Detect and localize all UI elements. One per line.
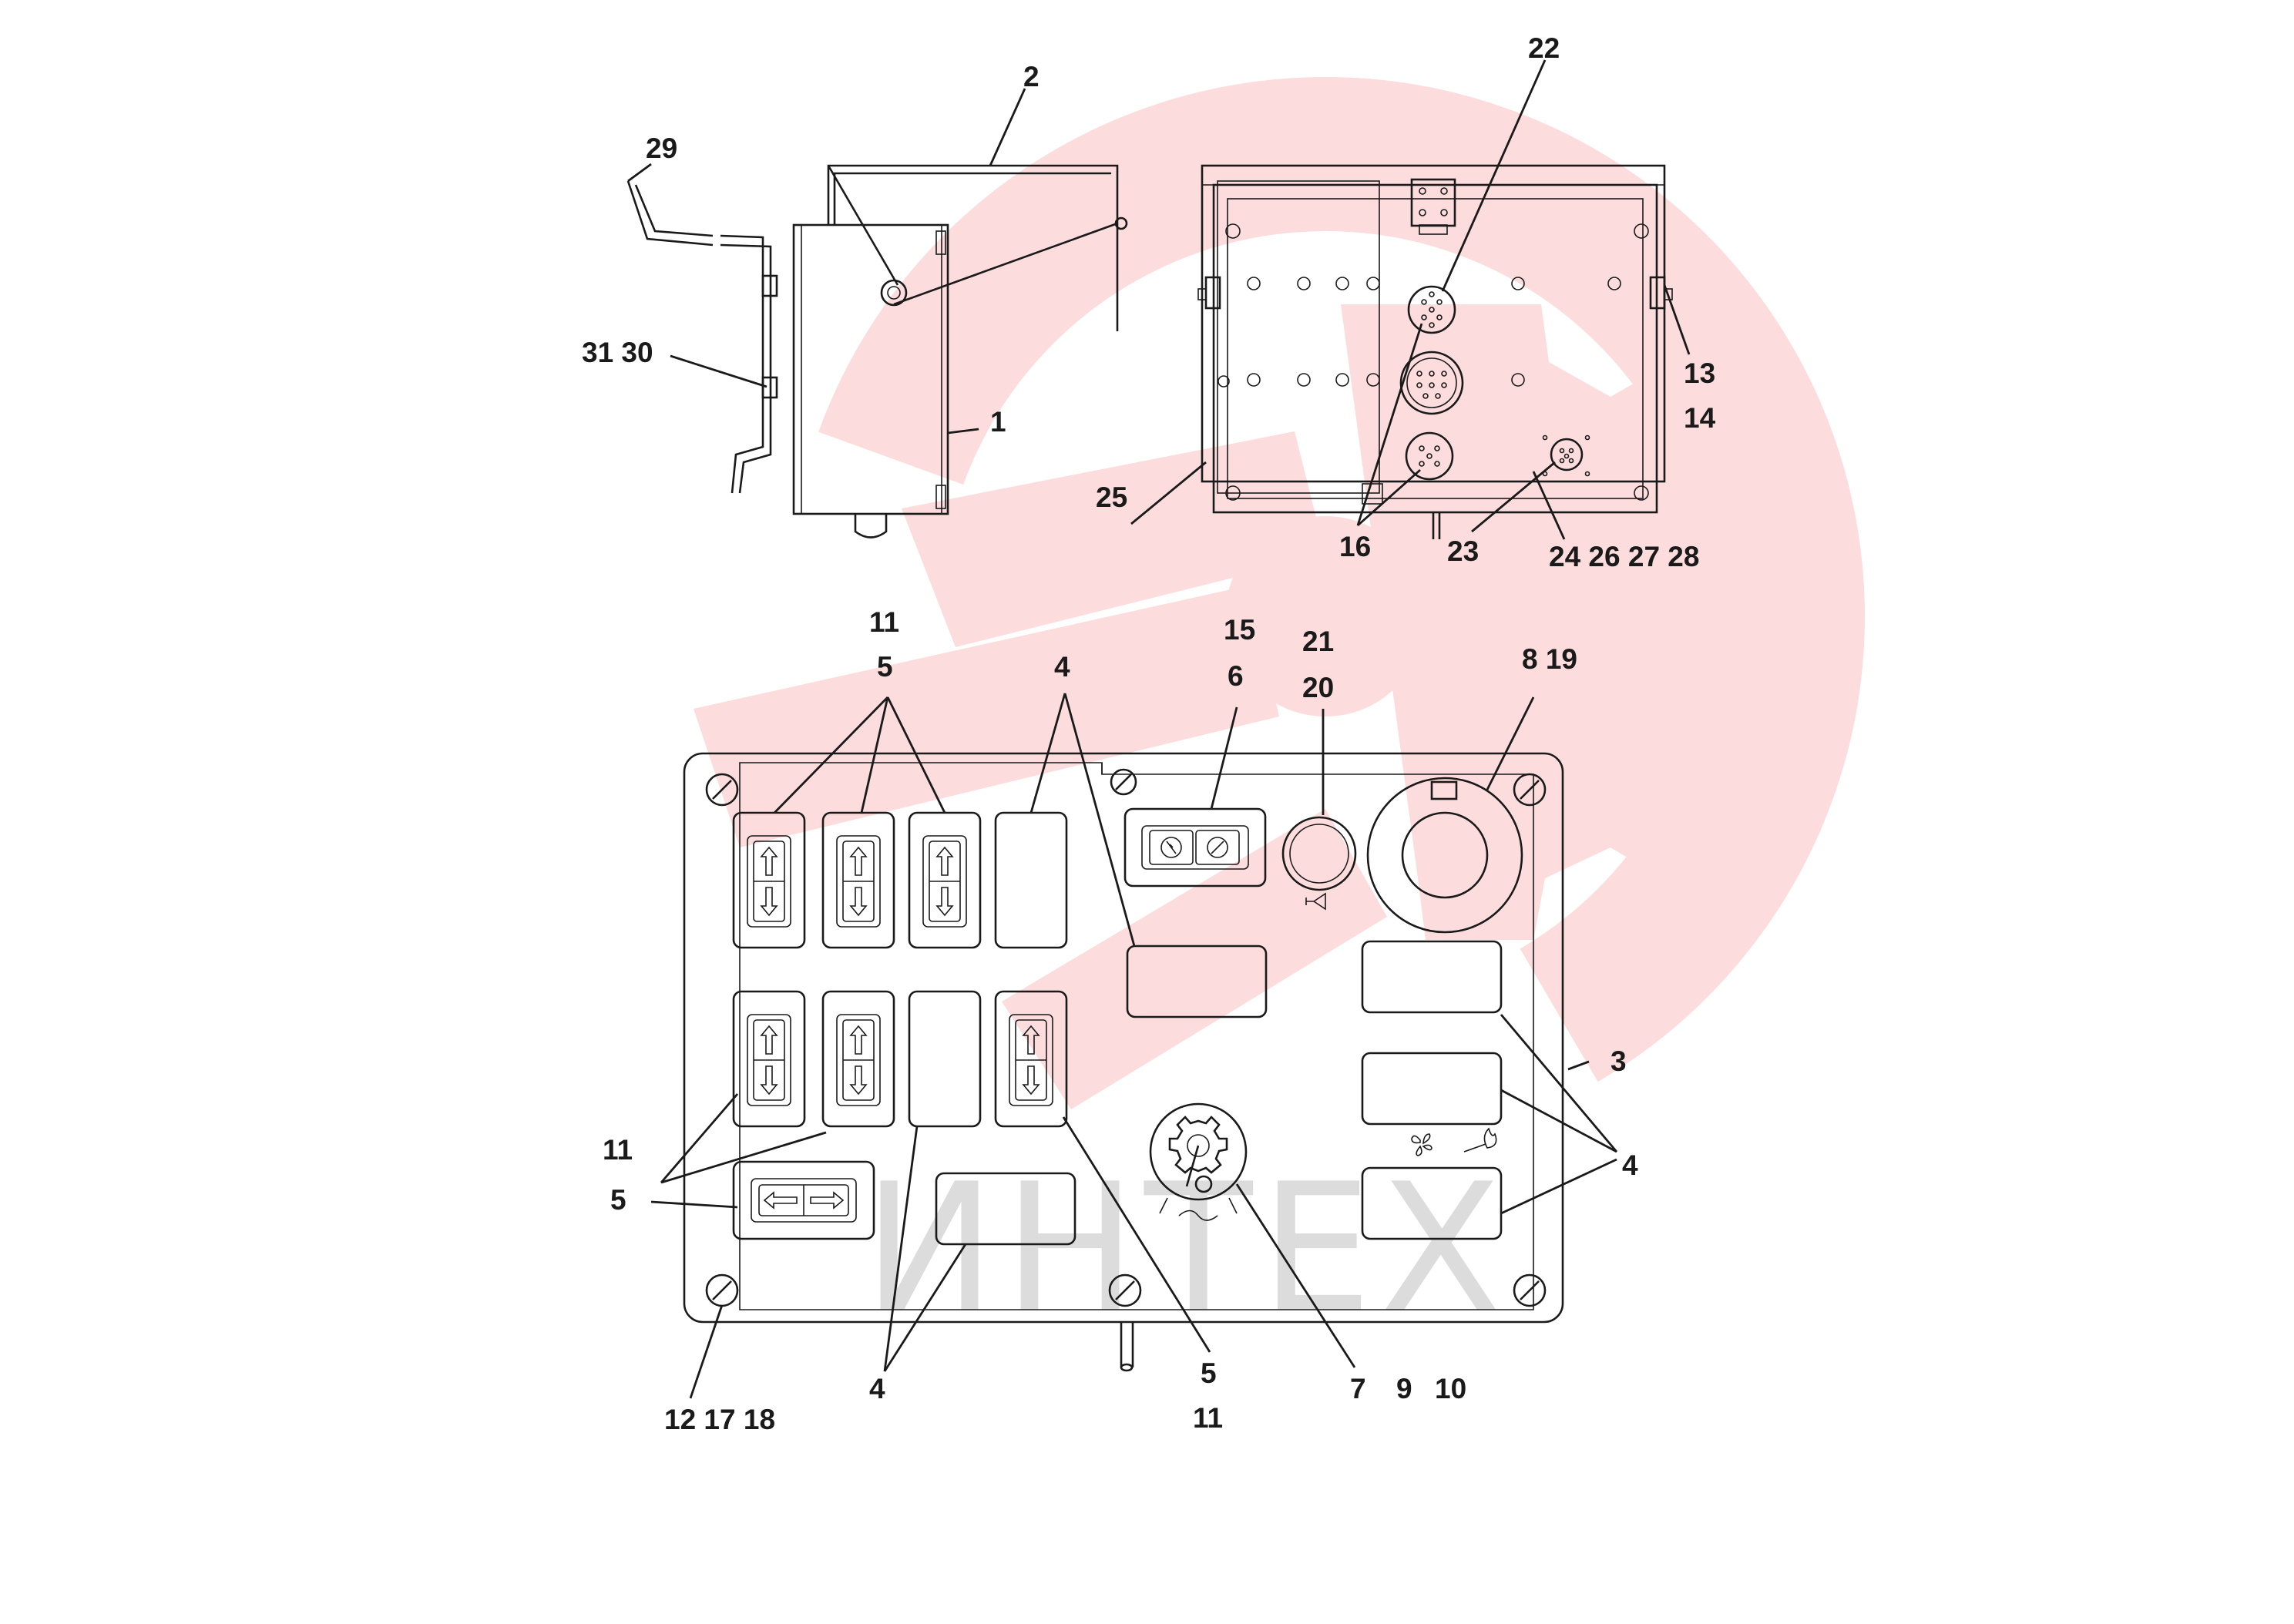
arrow-up-down-icon — [935, 846, 954, 917]
dual-switch-6[interactable] — [1123, 807, 1267, 887]
connector-22 — [1407, 285, 1456, 334]
bottom-lug — [854, 514, 888, 539]
callout-31-30: 31 30 — [582, 337, 653, 368]
callout-5-bottom: 5 — [1201, 1357, 1217, 1389]
horn-icon — [1305, 892, 1326, 911]
callout-2: 2 — [1023, 61, 1040, 92]
rear-view: 22 13 14 25 16 23 24 26 27 28 — [1096, 32, 1716, 572]
callout-15: 15 — [1224, 614, 1255, 646]
indicator-lamp-right-3 — [1361, 1166, 1503, 1240]
callout-4-right: 4 — [1622, 1149, 1638, 1181]
blank-switch-slot-2 — [908, 990, 982, 1128]
callout-11-left: 11 — [603, 1134, 633, 1166]
callout-5-top: 5 — [877, 651, 893, 683]
side-view: 29 2 31 30 1 — [582, 61, 1128, 539]
indicator-lamp-bottom — [935, 1172, 1076, 1246]
bracket-bolt-top — [761, 274, 778, 297]
rocker-switch-3[interactable] — [908, 811, 982, 949]
callout-29: 29 — [646, 133, 677, 164]
front-view: 11 5 4 15 6 21 20 8 19 3 11 5 4 12 17 18… — [603, 606, 1638, 1435]
rocker-switch-6[interactable] — [994, 990, 1068, 1128]
arrow-up-down-icon — [760, 1025, 778, 1096]
callout-21: 21 — [1302, 626, 1334, 657]
blank-switch-slot-1 — [994, 811, 1068, 949]
callout-1: 1 — [990, 406, 1006, 438]
callout-16: 16 — [1339, 531, 1371, 562]
control-box-body — [792, 223, 949, 515]
callout-25: 25 — [1096, 481, 1127, 513]
rocker-switch-horizontal[interactable] — [732, 1160, 875, 1240]
ignition-switch[interactable] — [1366, 777, 1523, 934]
arrow-up-down-icon — [849, 1025, 868, 1096]
callout-11-bottom: 11 — [1193, 1402, 1223, 1434]
rear-hinge — [1410, 178, 1456, 227]
callout-9: 9 — [1396, 1373, 1412, 1404]
callout-4-bottom: 4 — [869, 1373, 885, 1404]
fan-icon — [1411, 1133, 1432, 1156]
front-panel — [683, 752, 1564, 1324]
arrow-up-down-icon — [1022, 1025, 1040, 1096]
arrow-left-right-icon — [763, 1191, 845, 1210]
rear-housing — [1201, 164, 1666, 483]
indicator-lamp-right-1 — [1361, 940, 1503, 1014]
callout-8-19: 8 19 — [1522, 643, 1577, 675]
arrow-up-down-icon — [760, 846, 778, 917]
callout-7: 7 — [1350, 1373, 1366, 1404]
callout-13: 13 — [1684, 357, 1715, 389]
connector-large — [1399, 351, 1464, 415]
panel-screws — [705, 768, 1547, 1307]
connector-23 — [1542, 435, 1590, 477]
rear-mounting-holes — [1247, 277, 1621, 387]
rocker-switch-5[interactable] — [821, 990, 895, 1128]
cover-lock — [880, 279, 908, 307]
mounting-bracket — [626, 180, 772, 494]
rocker-switch-4[interactable] — [732, 990, 806, 1128]
arrow-up-down-icon — [849, 846, 868, 917]
rear-plate — [1212, 183, 1658, 514]
indicator-lamp-right-2 — [1361, 1052, 1503, 1126]
heater-icon — [1463, 1127, 1497, 1153]
indicator-lamp-center — [1126, 945, 1268, 1018]
callout-6: 6 — [1228, 660, 1244, 692]
callout-10: 10 — [1435, 1373, 1466, 1404]
callout-3: 3 — [1611, 1045, 1627, 1077]
rotary-switch-icon — [1168, 1116, 1228, 1174]
callout-23: 23 — [1447, 535, 1479, 567]
connector-16 — [1405, 431, 1454, 481]
callout-24-28: 24 26 27 28 — [1549, 541, 1699, 572]
bracket-bolt-bottom — [761, 376, 778, 399]
glow-plug-icon — [1160, 837, 1182, 858]
callout-12-17-18: 12 17 18 — [664, 1404, 775, 1435]
callout-4-top: 4 — [1054, 651, 1070, 683]
callout-11-top: 11 — [869, 606, 899, 638]
callout-14: 14 — [1684, 402, 1716, 434]
callout-20: 20 — [1302, 672, 1334, 703]
rocker-switch-2[interactable] — [821, 811, 895, 949]
callout-5-left: 5 — [610, 1184, 626, 1216]
hinged-cover — [827, 164, 1119, 331]
rear-corner-bolts — [1218, 223, 1649, 501]
rotary-switch[interactable] — [1149, 1102, 1248, 1221]
watermark-text: ИНТЕХ — [863, 1146, 1509, 1352]
horn-button[interactable] — [1281, 816, 1357, 911]
callout-22: 22 — [1528, 32, 1560, 64]
rocker-switch-1[interactable] — [732, 811, 806, 949]
